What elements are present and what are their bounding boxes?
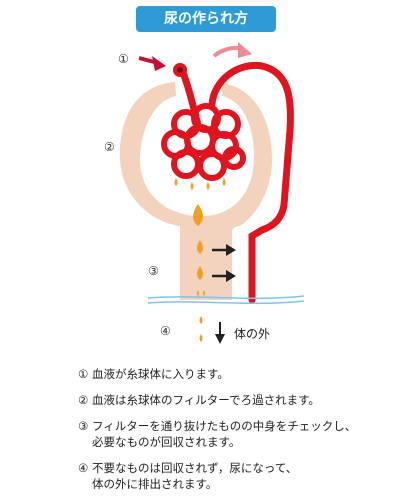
tubule-shape — [119, 82, 272, 300]
blood-out-arrow — [212, 42, 252, 58]
efferent-vessel — [208, 61, 294, 304]
glomerulus — [161, 103, 246, 181]
filtrate-drops — [174, 178, 226, 342]
afferent-vessel — [178, 66, 200, 120]
blood-in-arrow — [138, 56, 166, 71]
label-1: ① — [118, 52, 129, 66]
excretion-arrow — [215, 322, 225, 344]
reabsorption-arrow — [212, 244, 236, 282]
kidney-nephron-diagram — [119, 42, 305, 344]
label-2: ② — [104, 140, 115, 154]
label-3: ③ — [148, 264, 159, 278]
title-badge: 尿の作られ方 — [136, 6, 276, 32]
water-surface — [147, 295, 305, 305]
label-4: ④ — [160, 324, 171, 338]
outside-label: 体の外 — [234, 327, 271, 341]
